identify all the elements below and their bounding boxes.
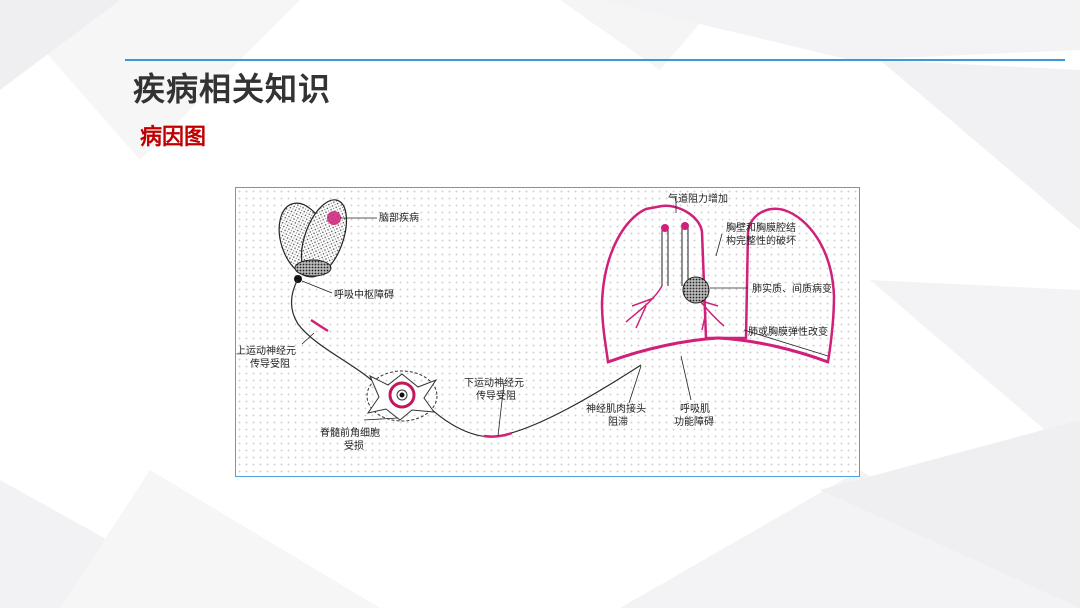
diagram-svg: 脑部疾病 呼吸中枢障碍 上运动神经元 传导受阻 脊髓前角细胞 受损 下运动神经元…: [236, 192, 836, 452]
label-nmj-2: 阻滞: [608, 416, 628, 428]
label-spinal-2: 受损: [344, 439, 364, 452]
label-brain-disease: 脑部疾病: [379, 211, 419, 224]
label-lung-elasticity: 肺或胸膜弹性改变: [748, 325, 828, 338]
label-lung-parenchyma: 肺实质、间质病变: [752, 282, 832, 295]
page-title: 疾病相关知识: [133, 70, 332, 108]
diaphragm: [607, 336, 829, 364]
airway-lesion-right: [681, 222, 689, 230]
upper-motor-neuron-path: [291, 278, 379, 387]
label-upper-motor-1: 上运动神经元: [236, 344, 296, 357]
header-rule: [125, 59, 1065, 61]
label-nmj-1: 神经肌肉接头: [586, 402, 646, 415]
label-upper-motor-2: 传导受阻: [250, 358, 290, 370]
label-resp-muscle-2: 功能障碍: [674, 415, 714, 428]
airway-lesion-left: [661, 224, 669, 232]
label-resp-muscle-1: 呼吸肌: [680, 403, 710, 415]
etiology-diagram: 脑部疾病 呼吸中枢障碍 上运动神经元 传导受阻 脊髓前角细胞 受损 下运动神经元…: [235, 187, 860, 477]
label-chest-wall-1: 胸壁和胸膜腔结: [726, 221, 796, 234]
section-subtitle: 病因图: [140, 125, 207, 150]
upper-motor-lesion: [310, 318, 329, 333]
thorax-illustration: [600, 204, 836, 364]
brain-lesion-marker: [327, 211, 341, 225]
brain-illustration: [278, 199, 348, 283]
label-resp-center: 呼吸中枢障碍: [334, 288, 394, 301]
lung-lesion: [682, 276, 710, 304]
label-airway: 气道阻力增加: [668, 192, 728, 205]
lower-motor-lesion: [483, 431, 513, 438]
label-chest-wall-2: 构完整性的破坏: [726, 234, 796, 247]
label-spinal-1: 脊髓前角细胞: [320, 426, 380, 439]
leader-lines: [301, 196, 829, 437]
spinal-cell-illustration: [366, 370, 438, 422]
label-lower-motor-2: 传导受阻: [476, 390, 516, 402]
label-lower-motor-1: 下运动神经元: [464, 376, 524, 389]
